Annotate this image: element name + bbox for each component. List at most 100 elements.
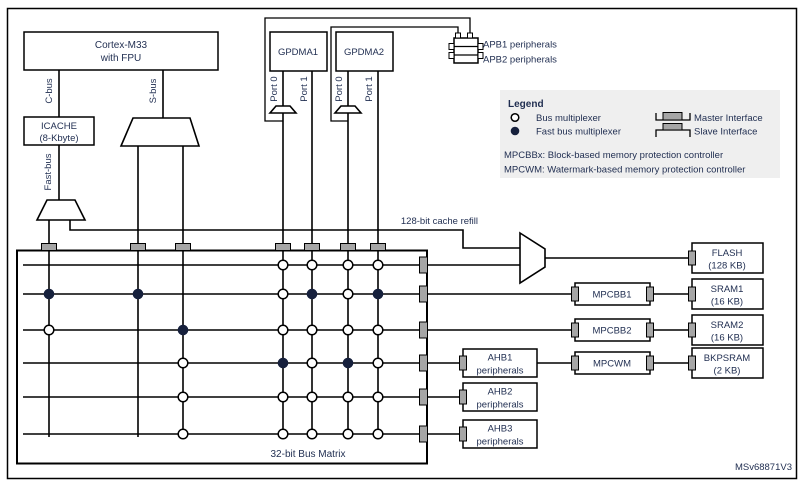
- bus-mux-dot: [342, 428, 354, 440]
- legend-title: Legend: [508, 99, 544, 110]
- fast-bus-mux: [35, 199, 87, 221]
- gpdma2-block: GPDMA2: [335, 31, 394, 72]
- bus-mux-dot: [306, 391, 318, 403]
- icache-label-1: ICACHE: [41, 121, 77, 132]
- apb-box-dividers: [454, 45, 478, 56]
- legend-bus-mux-label: Bus multiplexer: [536, 113, 601, 124]
- bus-mux-dot: [342, 259, 354, 271]
- matrix-exit-connector: [419, 425, 428, 443]
- c-bus-label: C-bus: [44, 78, 55, 104]
- bus-mux-dot: [277, 259, 289, 271]
- gpdma1-port1-label: Port 1: [299, 76, 310, 101]
- legend-note-mpcbb: MPCBBx: Block-based memory protection co…: [504, 150, 723, 161]
- flash-box: [691, 242, 764, 274]
- matrix-exit-connector: [419, 256, 428, 274]
- sram2-box: [691, 314, 764, 346]
- sram1-label-2: (16 KB): [711, 297, 743, 308]
- sram1-block: SRAM1 (16 KB): [691, 278, 764, 310]
- ahb3-label-2: peripherals: [477, 437, 524, 448]
- apb-side-tick: [477, 43, 484, 50]
- mpcbb1-right-connector: [646, 286, 654, 302]
- bus-mux-dot: [306, 428, 318, 440]
- bus-mux-dot: [342, 288, 354, 300]
- bus-mux-dot: [43, 324, 55, 336]
- mpcwm-right-connector: [646, 355, 654, 371]
- icache-label-2: (8-Kbyte): [39, 133, 78, 144]
- apb1-label: APB1 peripherals: [483, 40, 557, 51]
- matrix-master-connector: [370, 243, 386, 251]
- bus-mux-dot: [306, 324, 318, 336]
- bkpsram-slave-connector: [688, 355, 696, 371]
- apb-top-pin-left: [455, 32, 461, 39]
- bus-mux-dot: [277, 391, 289, 403]
- matrix-exit-connector: [419, 354, 428, 372]
- apb-side-tick: [448, 52, 455, 59]
- ahb3-box: [462, 419, 538, 449]
- legend-fast-bus-mux-label: Fast bus multiplexer: [536, 127, 621, 138]
- matrix-dots: [43, 259, 384, 440]
- matrix-master-connector: [304, 243, 320, 251]
- fast-bus-mux-dot: [306, 288, 318, 300]
- flash-block: FLASH (128 KB): [691, 242, 764, 274]
- matrix-exit-connector: [419, 321, 428, 339]
- mpcbb2-label: MPCBB2: [592, 326, 631, 337]
- sram1-slave-connector: [688, 286, 696, 302]
- ahb1-label-2: peripherals: [477, 366, 524, 377]
- bus-matrix-box: [16, 249, 428, 465]
- ahb3-block: AHB3 peripherals: [462, 419, 538, 449]
- bus-mux-dot: [277, 288, 289, 300]
- matrix-master-connector: [130, 243, 146, 251]
- gpdma1-port0-label: Port 0: [269, 76, 280, 101]
- mpcwm-left-connector: [571, 355, 579, 371]
- cache-refill-wire: [69, 220, 520, 249]
- bus-mux-dot: [372, 324, 384, 336]
- s-bus-label: S-bus: [148, 78, 159, 103]
- matrix-master-connector: [340, 243, 356, 251]
- mpcbb1-label: MPCBB1: [592, 290, 631, 301]
- bkpsram-block: BKPSRAM (2 KB): [691, 347, 764, 379]
- bus-mux-dot: [277, 428, 289, 440]
- bus-mux-dot: [372, 391, 384, 403]
- cortex-label-2: with FPU: [100, 53, 142, 64]
- flash-mux: [519, 231, 546, 285]
- sram2-label-2: (16 KB): [711, 333, 743, 344]
- sram1-box: [691, 278, 764, 310]
- mpcbb1-block: MPCBB1: [574, 282, 651, 306]
- bus-mux-dot: [306, 357, 318, 369]
- mpcwm-label: MPCWM: [593, 359, 631, 370]
- legend-master-label: Master Interface: [694, 113, 763, 124]
- matrix-slave-connectors: [419, 256, 428, 443]
- sram2-slave-connector: [688, 322, 696, 338]
- bus-mux-dot: [177, 428, 189, 440]
- legend: Legend Bus multiplexer Fast bus multiple…: [500, 90, 780, 178]
- bus-mux-dot: [372, 428, 384, 440]
- bus-mux-dot: [342, 391, 354, 403]
- matrix-exit-connector: [419, 388, 428, 406]
- gpdma2-port0-label: Port 0: [334, 76, 345, 101]
- bus-mux-dot: [372, 259, 384, 271]
- mpcbb2-left-connector: [571, 322, 579, 338]
- bus-matrix-label: 32-bit Bus Matrix: [270, 449, 345, 460]
- ahb3-slave-connector: [459, 426, 467, 442]
- fast-bus-multiplexer-icon: [510, 126, 520, 136]
- wires: [23, 17, 692, 437]
- fast-bus-mux-dot: [342, 357, 354, 369]
- matrix-master-connector: [275, 243, 291, 251]
- ahb2-block: AHB2 peripherals: [462, 382, 538, 412]
- bkpsram-box: [691, 347, 764, 379]
- apb-side-tick: [448, 43, 455, 50]
- bus-mux-dot: [306, 259, 318, 271]
- cortex-box: [23, 31, 219, 71]
- mpcbb2-block: MPCBB2: [574, 318, 651, 342]
- fast-bus-mux-dot: [43, 288, 55, 300]
- gpdma2-port1-label: Port 1: [364, 76, 375, 101]
- bkpsram-label-1: BKPSRAM: [704, 353, 751, 364]
- fast-bus-mux-dot: [177, 324, 189, 336]
- matrix-master-connector: [41, 243, 57, 251]
- legend-slave-label: Slave Interface: [694, 127, 757, 138]
- icache-box: [23, 116, 95, 146]
- matrix-master-connector: [175, 243, 191, 251]
- apb-peripherals-block: APB1 peripherals APB2 peripherals: [448, 32, 557, 66]
- cache-refill-label: 128-bit cache refill: [401, 216, 478, 227]
- cortex-label-1: Cortex-M33: [95, 40, 148, 51]
